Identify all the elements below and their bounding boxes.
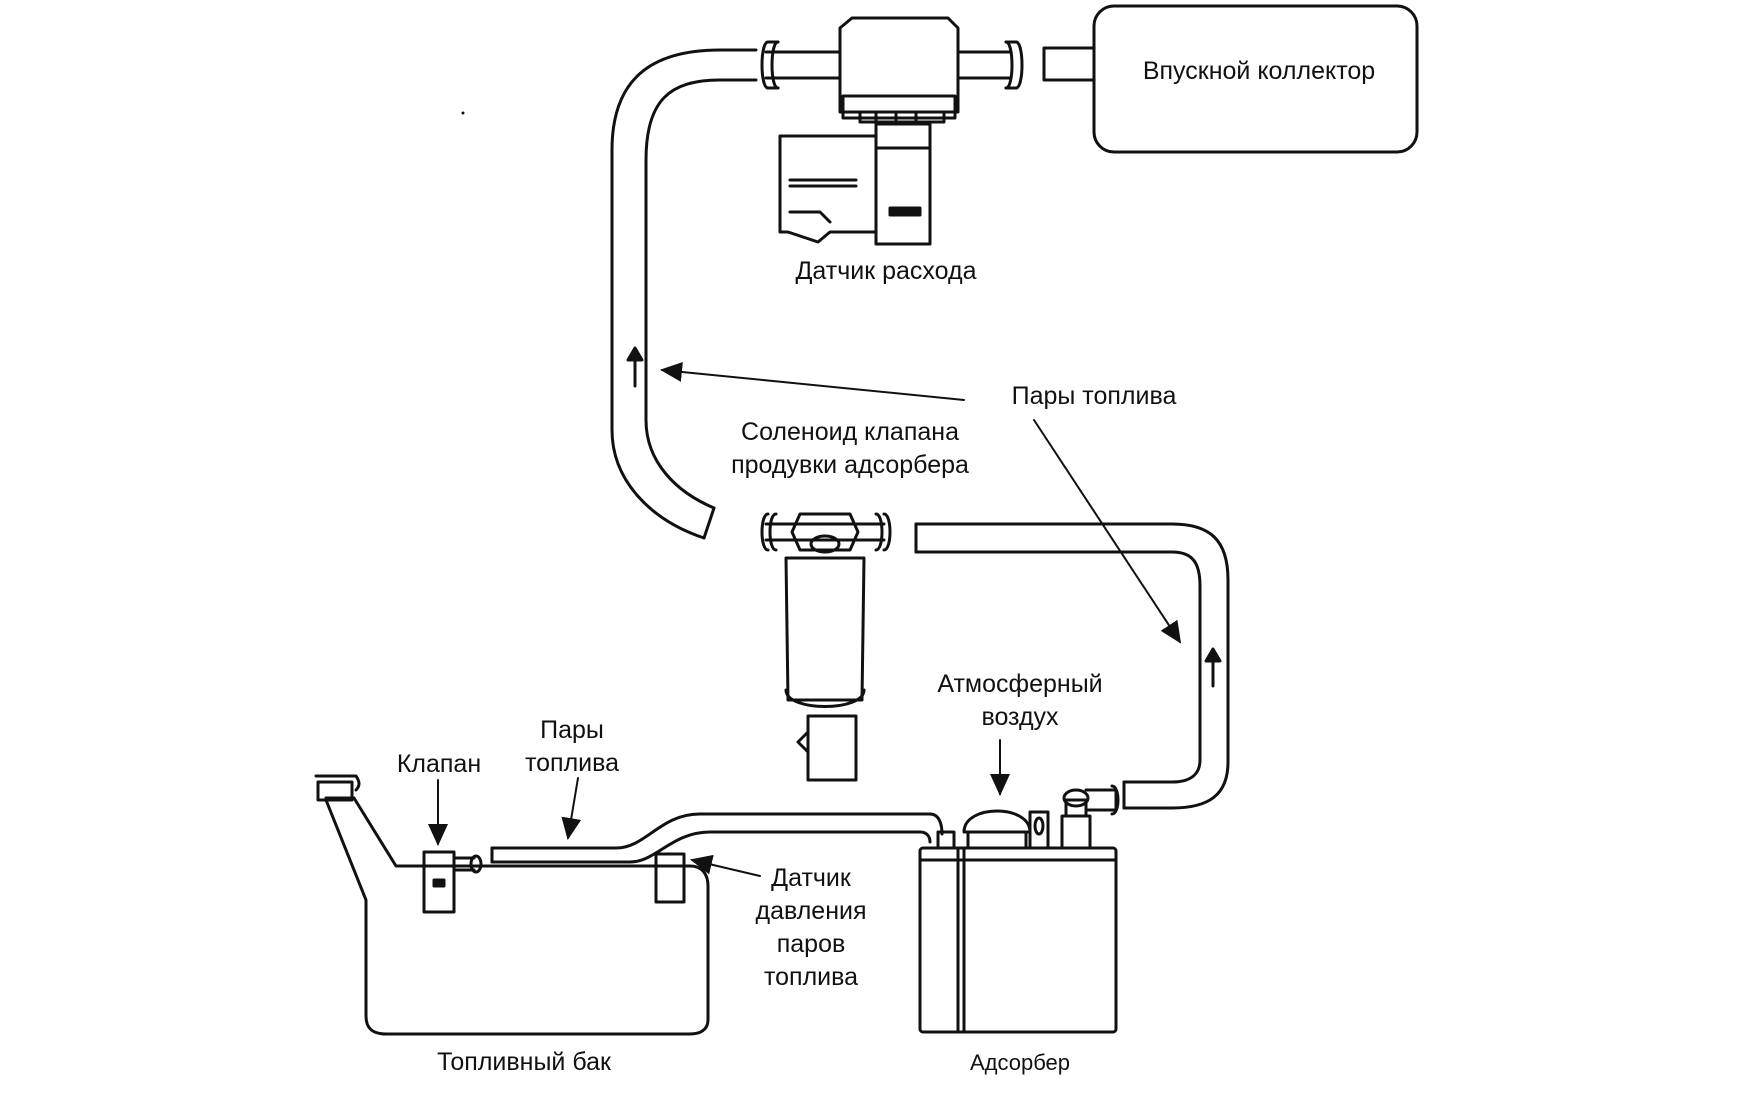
fuel-tank [314, 774, 710, 1036]
label-pressure-sensor-line2: давления [755, 897, 867, 925]
stray-dot [461, 111, 465, 115]
hose-solenoid-to-canister [914, 522, 1230, 810]
label-canister: Адсорбер [969, 1050, 1071, 1075]
tank-vapor-line [490, 812, 944, 864]
leader-vapors-left [660, 362, 965, 401]
leader-pressure-sensor [690, 854, 761, 877]
label-atmospheric-line2: воздух [981, 703, 1059, 731]
label-fuel-vapors-bottom-line1: Пары [540, 716, 604, 744]
hose-solenoid-to-sensor [610, 48, 758, 540]
label-fuel-vapors-bottom-line2: топлива [524, 749, 620, 777]
label-purge-solenoid-line2: продувки адсорбера [731, 451, 969, 479]
label-fuel-tank: Топливный бак [437, 1048, 611, 1076]
label-intake-manifold: Впускной коллектор [1142, 57, 1376, 85]
hose-to-intake [1042, 46, 1096, 82]
leader-vapors-bottom [561, 777, 582, 840]
leader-vapors-right [1033, 419, 1182, 644]
label-fuel-vapors-top: Пары топлива [1011, 382, 1177, 410]
label-pressure-sensor-line4: топлива [763, 963, 859, 991]
label-atmospheric-line1: Атмосферный [937, 670, 1103, 698]
label-atmospheric-air: Атмосферный воздух [920, 668, 1120, 734]
label-purge-solenoid-line1: Соленоид клапана [741, 418, 959, 446]
label-valve: Клапан [396, 750, 482, 778]
label-pressure-sensor-line1: Датчик [771, 864, 851, 892]
label-purge-solenoid: Соленоид клапана продувки адсорбера [700, 416, 1000, 482]
canister-body [918, 784, 1120, 1034]
flow-arrow-right [1204, 647, 1222, 688]
label-pressure-sensor-line3: паров [776, 930, 846, 958]
label-pressure-sensor: Датчик давления паров топлива [746, 862, 876, 994]
purge-solenoid [760, 512, 892, 782]
label-flow-sensor: Датчик расхода [795, 257, 977, 285]
flow-arrow-left [626, 346, 644, 388]
label-fuel-vapors-bottom: Пары топлива [512, 714, 632, 780]
flow-sensor [760, 16, 1024, 246]
